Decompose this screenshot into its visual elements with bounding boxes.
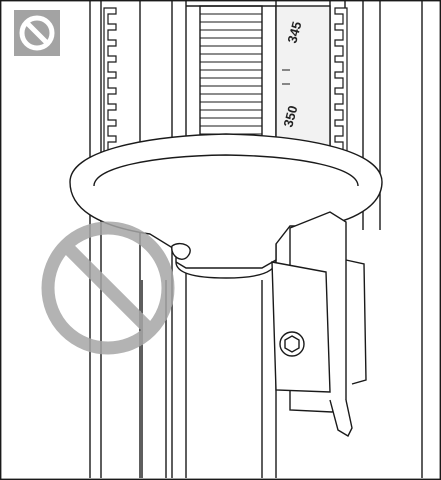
side-bracket bbox=[271, 211, 367, 437]
corner-badge bbox=[14, 10, 60, 56]
prohibited-overlay-icon bbox=[41, 221, 175, 355]
scale-mark-2: 350 bbox=[280, 104, 300, 129]
counter-window: 345 350 bbox=[275, 5, 331, 147]
scale-mark-1: 345 bbox=[284, 20, 304, 45]
prohibited-icon bbox=[19, 15, 55, 51]
